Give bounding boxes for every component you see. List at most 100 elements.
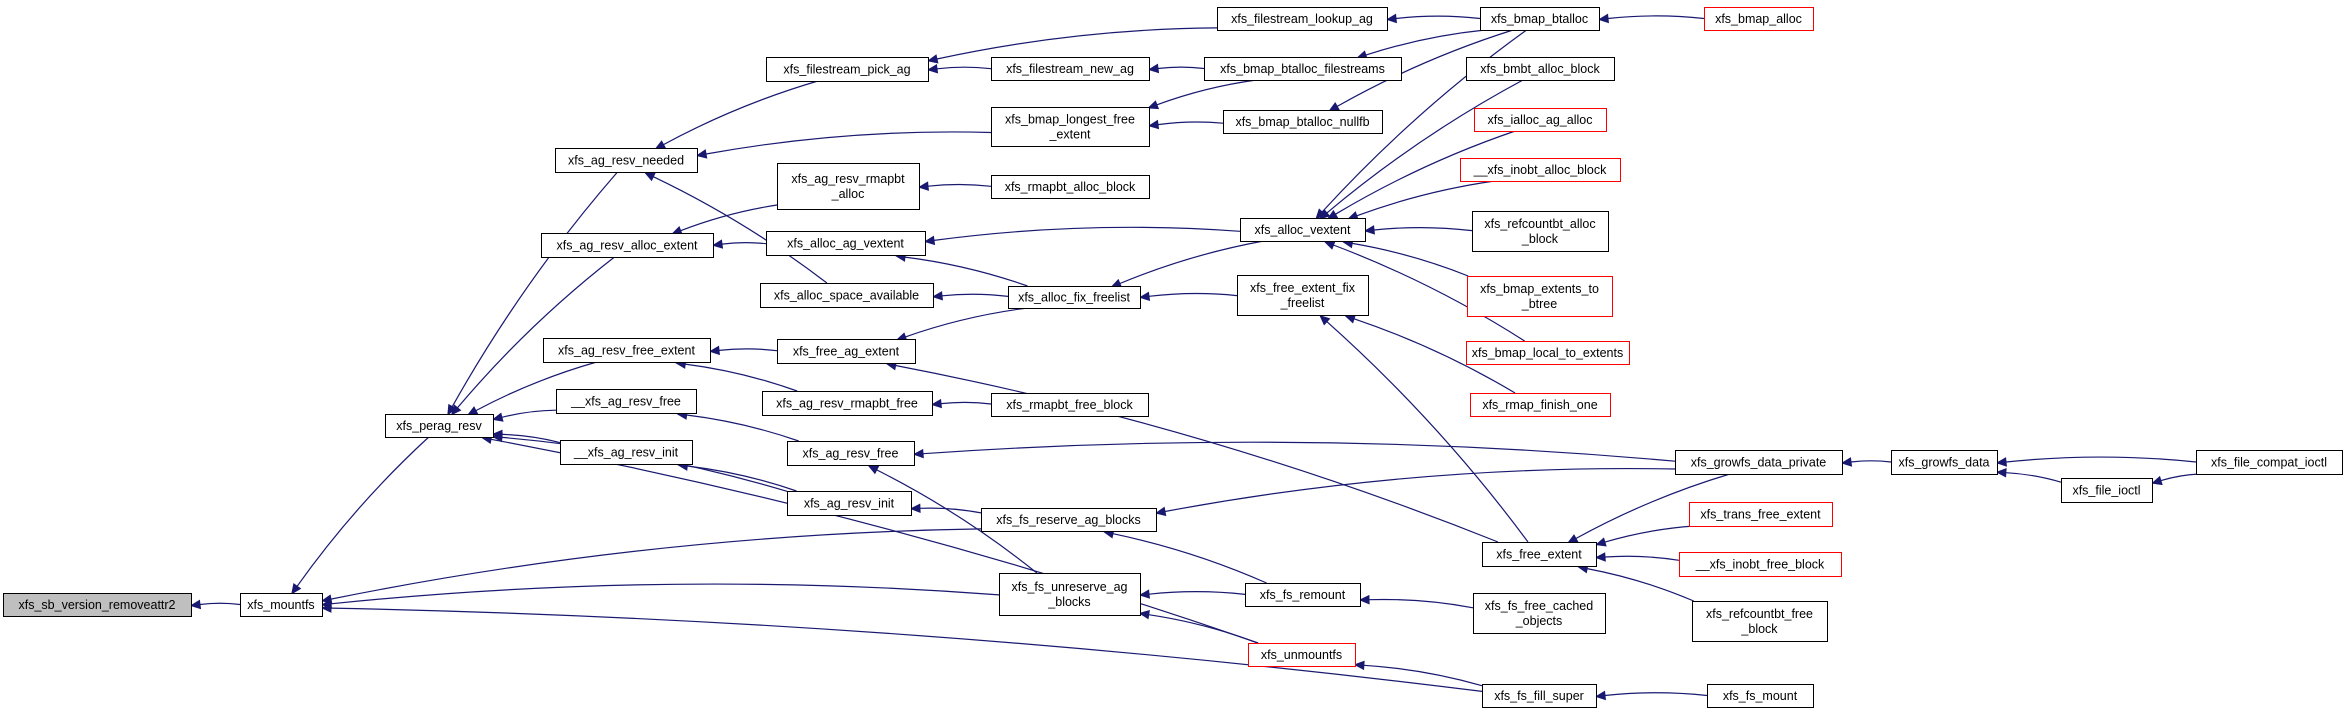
node-box: [1467, 276, 1613, 317]
graph-node-ialloc_ag_alloc[interactable]: xfs_ialloc_ag_alloc: [1474, 108, 1607, 132]
node-box: [1460, 158, 1621, 182]
graph-node-__inobt_alloc_block[interactable]: __xfs_inobt_alloc_block: [1460, 158, 1621, 182]
graph-node-bmap_local_to_extents[interactable]: xfs_bmap_local_to_extents: [1466, 341, 1630, 365]
graph-node-fs_mount[interactable]: xfs_fs_mount: [1707, 684, 1814, 708]
node-label: xfs_free_extent_fix: [1250, 281, 1356, 295]
edge-fs_reserve_ag_blocks-to-ag_resv_init: [909, 503, 982, 514]
arrowhead-icon: [1597, 13, 1609, 24]
graph-node-bmap_alloc[interactable]: xfs_bmap_alloc: [1704, 7, 1814, 31]
edge-file_ioctl-to-growfs_data: [1995, 467, 2062, 483]
node-box: [991, 57, 1150, 81]
node-label: xfs_rmap_finish_one: [1482, 398, 1597, 412]
node-box: [1480, 7, 1600, 31]
graph-node-alloc_vextent[interactable]: xfs_alloc_vextent: [1240, 218, 1366, 242]
graph-node-fs_unreserve_ag_blocks[interactable]: xfs_fs_unreserve_ag_blocks: [999, 573, 1141, 616]
graph-node-bmap_btalloc_nullfb[interactable]: xfs_bmap_btalloc_nullfb: [1223, 110, 1383, 134]
arrowhead-icon: [1353, 660, 1365, 671]
graph-node-bmbt_alloc_block[interactable]: xfs_bmbt_alloc_block: [1466, 57, 1615, 81]
node-box: [1466, 57, 1615, 81]
edge-ag_resv_needed-to-perag_resv: [447, 171, 618, 416]
edge-layer: [189, 13, 2200, 701]
graph-node-unmountfs[interactable]: xfs_unmountfs: [1248, 643, 1356, 667]
graph-node-fs_reserve_ag_blocks[interactable]: xfs_fs_reserve_ag_blocks: [981, 508, 1157, 532]
arrowhead-icon: [447, 403, 457, 416]
node-box: [760, 283, 934, 308]
graph-node-alloc_fix_freelist[interactable]: xfs_alloc_fix_freelist: [1008, 286, 1141, 309]
node-label: xfs_bmbt_alloc_block: [1480, 62, 1600, 76]
graph-node-fs_free_cached_objects[interactable]: xfs_fs_free_cached_objects: [1473, 593, 1606, 634]
edge-free_ag_extent-to-ag_resv_free_extent: [708, 345, 778, 356]
graph-node-file_ioctl[interactable]: xfs_file_ioctl: [2061, 478, 2153, 503]
node-label: xfs_bmap_extents_to: [1480, 282, 1599, 296]
arrowhead-icon: [1344, 314, 1357, 324]
arrowhead-icon: [654, 140, 667, 150]
edge-filestream_pick_ag-to-ag_resv_needed: [654, 80, 819, 150]
graph-node-growfs_data[interactable]: xfs_growfs_data: [1891, 450, 1998, 475]
graph-node-bmap_btalloc[interactable]: xfs_bmap_btalloc: [1480, 7, 1600, 31]
node-label: xfs_ialloc_ag_alloc: [1488, 113, 1593, 127]
edge-__ag_resv_init-to-perag_resv: [491, 429, 561, 444]
node-label: xfs_file_ioctl: [2072, 484, 2140, 498]
graph-node-refcountbt_free_block[interactable]: xfs_refcountbt_free_block: [1692, 601, 1828, 642]
graph-node-file_compat_ioctl[interactable]: xfs_file_compat_ioctl: [2196, 450, 2343, 475]
node-box: [3, 593, 192, 617]
graph-node-bmap_longest_free_extent[interactable]: xfs_bmap_longest_free_extent: [991, 107, 1150, 147]
graph-node-rmapbt_free_block[interactable]: xfs_rmapbt_free_block: [991, 393, 1149, 417]
graph-node-ag_resv_rmapbt_free[interactable]: xfs_ag_resv_rmapbt_free: [762, 391, 933, 416]
node-box: [1245, 583, 1361, 607]
node-box: [240, 593, 323, 617]
edge-rmapbt_free_block-to-ag_resv_rmapbt_free: [930, 398, 992, 409]
graph-node-ag_resv_alloc_extent[interactable]: xfs_ag_resv_alloc_extent: [541, 233, 714, 258]
graph-node-__ag_resv_init[interactable]: __xfs_ag_resv_init: [560, 440, 693, 465]
arrowhead-icon: [1138, 589, 1150, 599]
graph-node-perag_resv[interactable]: xfs_perag_resv: [385, 414, 494, 438]
node-box: [1679, 552, 1842, 577]
node-label: xfs_bmap_btalloc_nullfb: [1235, 115, 1369, 129]
node-box: [1675, 450, 1843, 475]
graph-node-alloc_space_available[interactable]: xfs_alloc_space_available: [760, 283, 934, 308]
graph-node-ag_resv_free[interactable]: xfs_ag_resv_free: [787, 441, 915, 466]
arrowhead-icon: [1147, 100, 1160, 110]
graph-node-alloc_ag_vextent[interactable]: xfs_alloc_ag_vextent: [766, 231, 926, 256]
graph-node-growfs_data_private[interactable]: xfs_growfs_data_private: [1675, 450, 1843, 475]
graph-node-filestream_lookup_ag[interactable]: xfs_filestream_lookup_ag: [1217, 7, 1388, 31]
graph-node-free_extent[interactable]: xfs_free_extent: [1482, 542, 1597, 567]
node-box: [2196, 450, 2343, 475]
graph-node-free_extent_fix_freelist[interactable]: xfs_free_extent_fix_freelist: [1237, 275, 1369, 316]
node-box: [1240, 218, 1366, 242]
arrowhead-icon: [1358, 594, 1370, 605]
arrowhead-icon: [491, 432, 503, 443]
graph-node-rmap_finish_one[interactable]: xfs_rmap_finish_one: [1470, 393, 1611, 417]
graph-node-ag_resv_init[interactable]: xfs_ag_resv_init: [787, 491, 912, 516]
graph-node-mountfs[interactable]: xfs_mountfs: [240, 593, 323, 617]
graph-node-ag_resv_rmapbt_alloc[interactable]: xfs_ag_resv_rmapbt_alloc: [777, 163, 920, 210]
node-label: xfs_bmap_local_to_extents: [1472, 346, 1623, 360]
arrowhead-icon: [320, 603, 332, 613]
graph-node-filestream_pick_ag[interactable]: xfs_filestream_pick_ag: [766, 57, 929, 82]
graph-node-fs_remount[interactable]: xfs_fs_remount: [1245, 583, 1361, 607]
graph-node-free_ag_extent[interactable]: xfs_free_ag_extent: [777, 339, 916, 364]
graph-node-bmap_extents_to_btree[interactable]: xfs_bmap_extents_to_btree: [1467, 276, 1613, 317]
graph-node-__ag_resv_free[interactable]: __xfs_ag_resv_free: [556, 389, 697, 414]
edge-alloc_vextent-to-alloc_ag_vextent: [923, 226, 1241, 246]
arrowhead-icon: [926, 63, 939, 74]
graph-node-trans_free_extent[interactable]: xfs_trans_free_extent: [1689, 502, 1833, 527]
arrowhead-icon: [695, 149, 708, 159]
graph-node-__inobt_free_block[interactable]: __xfs_inobt_free_block: [1679, 552, 1842, 577]
graph-node-filestream_new_ag[interactable]: xfs_filestream_new_ag: [991, 57, 1150, 81]
node-label: xfs_fs_unreserve_ag: [1011, 580, 1127, 594]
graph-node-ag_resv_needed[interactable]: xfs_ag_resv_needed: [555, 148, 698, 173]
arrowhead-icon: [492, 412, 504, 422]
node-box: [1008, 286, 1141, 309]
graph-node-bmap_btalloc_filestreams[interactable]: xfs_bmap_btalloc_filestreams: [1204, 57, 1402, 81]
edge-rmapbt_alloc_block-to-ag_resv_rmapbt_alloc: [917, 181, 992, 191]
graph-node-fs_fill_super[interactable]: xfs_fs_fill_super: [1482, 684, 1597, 708]
arrowhead-icon: [708, 345, 720, 356]
node-box: [1466, 341, 1630, 365]
graph-node-refcountbt_alloc_block[interactable]: xfs_refcountbt_alloc_block: [1472, 211, 1609, 252]
node-label: _freelist: [1280, 296, 1325, 310]
graph-node-ag_resv_free_extent[interactable]: xfs_ag_resv_free_extent: [543, 338, 711, 363]
arrowhead-icon: [1595, 537, 1607, 547]
graph-node-rmapbt_alloc_block[interactable]: xfs_rmapbt_alloc_block: [991, 175, 1150, 199]
